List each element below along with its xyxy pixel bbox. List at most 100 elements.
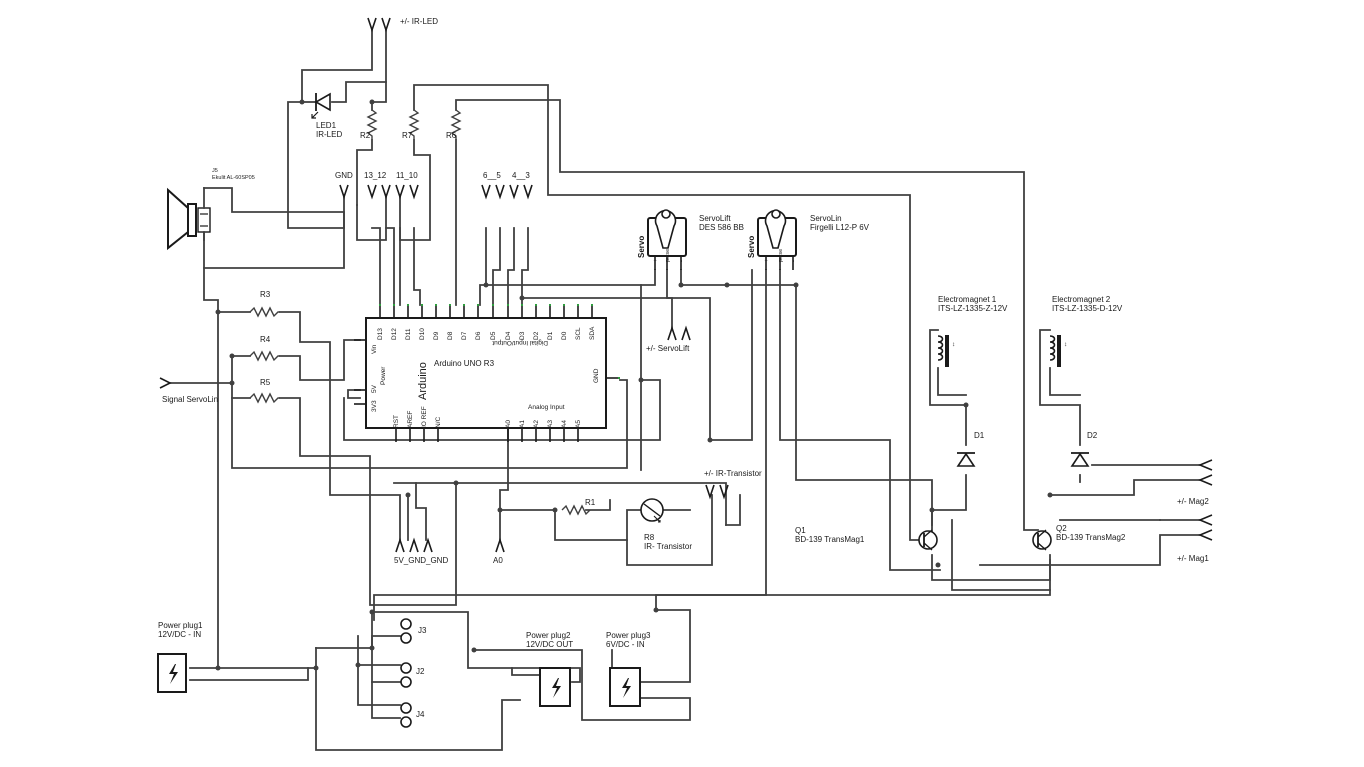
r8-val-label: IR- Transistor (644, 542, 692, 551)
junction-dots (215, 99, 1053, 671)
header-11-10-label: 11_10 (396, 171, 418, 180)
pin-5v: 5V (371, 384, 378, 393)
arduino-pin-label-scl: SCL (575, 327, 582, 340)
d2-label: D2 (1087, 431, 1098, 440)
servolift-supply-label: +/- ServoLift (646, 344, 690, 353)
servolift-name-label: ServoLift (699, 214, 731, 223)
r6-label: R6 (446, 131, 457, 140)
pp3-name-label: Power plug3 (606, 631, 651, 640)
arduino-brand: Arduino (417, 362, 429, 400)
led1-val-label: IR-LED (316, 130, 342, 139)
servolift-pin3: - (679, 260, 685, 262)
servolift (647, 209, 687, 270)
mag1-label: +/- Mag1 (1177, 554, 1209, 563)
q2-ref-label: Q2 (1056, 524, 1067, 533)
resistor-r4 (249, 350, 280, 362)
analog-caption: Analog Input (528, 404, 565, 411)
arduino-pin-label-d0: D0 (561, 331, 568, 340)
resistor-r2 (366, 109, 378, 140)
j5-ref-label: J5 (212, 168, 218, 174)
j5-val-label: Ekulit AL-60SP05 (212, 175, 255, 181)
r4-label: R4 (260, 335, 271, 344)
arduino-model: Arduino UNO R3 (434, 359, 495, 368)
arduino-pin-label-sda: SDA (589, 326, 596, 340)
header-5v-gnd-label: 5V_GND_GND (394, 556, 448, 565)
arduino-pin-label-a5: A5 (575, 420, 582, 428)
r2-label: R2 (360, 131, 371, 140)
arduino-pin-label-d12: D12 (391, 328, 398, 340)
jumpers (400, 618, 412, 728)
servolin (757, 209, 797, 270)
j3-label: J3 (418, 626, 427, 635)
j4-label: J4 (416, 710, 425, 719)
q1-val-label: BD-139 TransMag1 (795, 535, 865, 544)
transistor-q2 (1032, 529, 1052, 551)
electromagnet-1: ↕ (937, 335, 955, 367)
servolin-pin1: + (764, 259, 770, 262)
arduino-pin-label-d3: D3 (519, 331, 526, 340)
arduino-pin-label-a0: A0 (505, 420, 512, 428)
ir-led-supply-label: +/- IR-LED (400, 17, 438, 26)
arduino-pin-label-d2: D2 (533, 331, 540, 340)
servolin-val-label: Firgelli L12-P 6V (810, 223, 870, 232)
power-caption: Power (380, 366, 387, 385)
arduino-pin-label-d9: D9 (433, 331, 440, 340)
em2-arrows-icon: ↕ (1064, 341, 1067, 348)
em2-name-label: Electromagnet 2 (1052, 295, 1111, 304)
power-plug-3 (609, 667, 641, 707)
pp2-val-label: 12V/DC OUT (526, 640, 573, 649)
arduino-pin-label-a3: A3 (547, 420, 554, 428)
q2-val-label: BD-139 TransMag2 (1056, 533, 1126, 542)
header-13-12-label: 13_12 (364, 171, 387, 180)
pin-3v3: 3V3 (371, 400, 378, 412)
arduino-pin-label-d6: D6 (475, 331, 482, 340)
servolin-name-label: ServoLin (810, 214, 842, 223)
diode-d1 (956, 452, 976, 467)
speaker-j5 (167, 187, 211, 251)
arduino-pin-label-d7: D7 (461, 331, 468, 340)
resistor-r3 (249, 306, 280, 318)
arduino-pin-label-rst: RST (393, 415, 400, 428)
ir-phototransistor-r8 (640, 498, 664, 523)
pp1-val-label: 12V/DC - IN (158, 630, 201, 639)
transistor-q1 (918, 529, 938, 551)
labels: +/- IR-LED LED1 IR-LED R2 R7 R6 J5 Ekuli… (158, 17, 1209, 719)
resistors (249, 109, 591, 516)
electromagnet-2: ↕ (1049, 335, 1067, 367)
arduino-pin-label-aref: AREF (407, 411, 414, 428)
led1-symbol (301, 92, 331, 119)
power-plug-2 (539, 667, 571, 707)
servolift-pin2: pulse (665, 249, 671, 262)
r1-label: R1 (585, 498, 596, 507)
arduino-pin-label-d13: D13 (377, 328, 384, 340)
diode-d2 (1070, 452, 1090, 467)
arduino-pin-label-d4: D4 (505, 331, 512, 340)
gnd-label: GND (335, 171, 353, 180)
wires (169, 29, 1201, 751)
servolift-pin1: + (653, 259, 659, 262)
arduino-pin-label-n-c: N/C (435, 417, 442, 429)
resistor-r7 (408, 109, 420, 140)
arduino-pin-label-d10: D10 (419, 328, 426, 340)
resistor-r6 (450, 109, 462, 140)
em2-val-label: ITS-LZ-1335-D-12V (1052, 304, 1123, 313)
arduino-pin-label-io-ref: IO REF (421, 406, 428, 428)
servolin-pin2: pulse (778, 249, 784, 262)
arduino-pin-label-d11: D11 (405, 328, 412, 340)
connector-forks (159, 17, 1213, 553)
servolin-pin3: - (791, 260, 797, 262)
arduino-pin-label-d5: D5 (490, 331, 497, 340)
q1-ref-label: Q1 (795, 526, 806, 535)
servolin-body-label: Servo (747, 236, 756, 258)
r5-label: R5 (260, 378, 271, 387)
arduino-pin-label-d1: D1 (547, 331, 554, 340)
servolift-val-label: DES 586 BB (699, 223, 744, 232)
digital-caption: Digital Input/Output (492, 339, 548, 346)
r8-ref-label: R8 (644, 533, 655, 542)
pin-gnd: GND (593, 368, 600, 383)
pp2-name-label: Power plug2 (526, 631, 571, 640)
header-4-3-label: 4__3 (512, 171, 530, 180)
power-plug-1 (157, 653, 187, 693)
